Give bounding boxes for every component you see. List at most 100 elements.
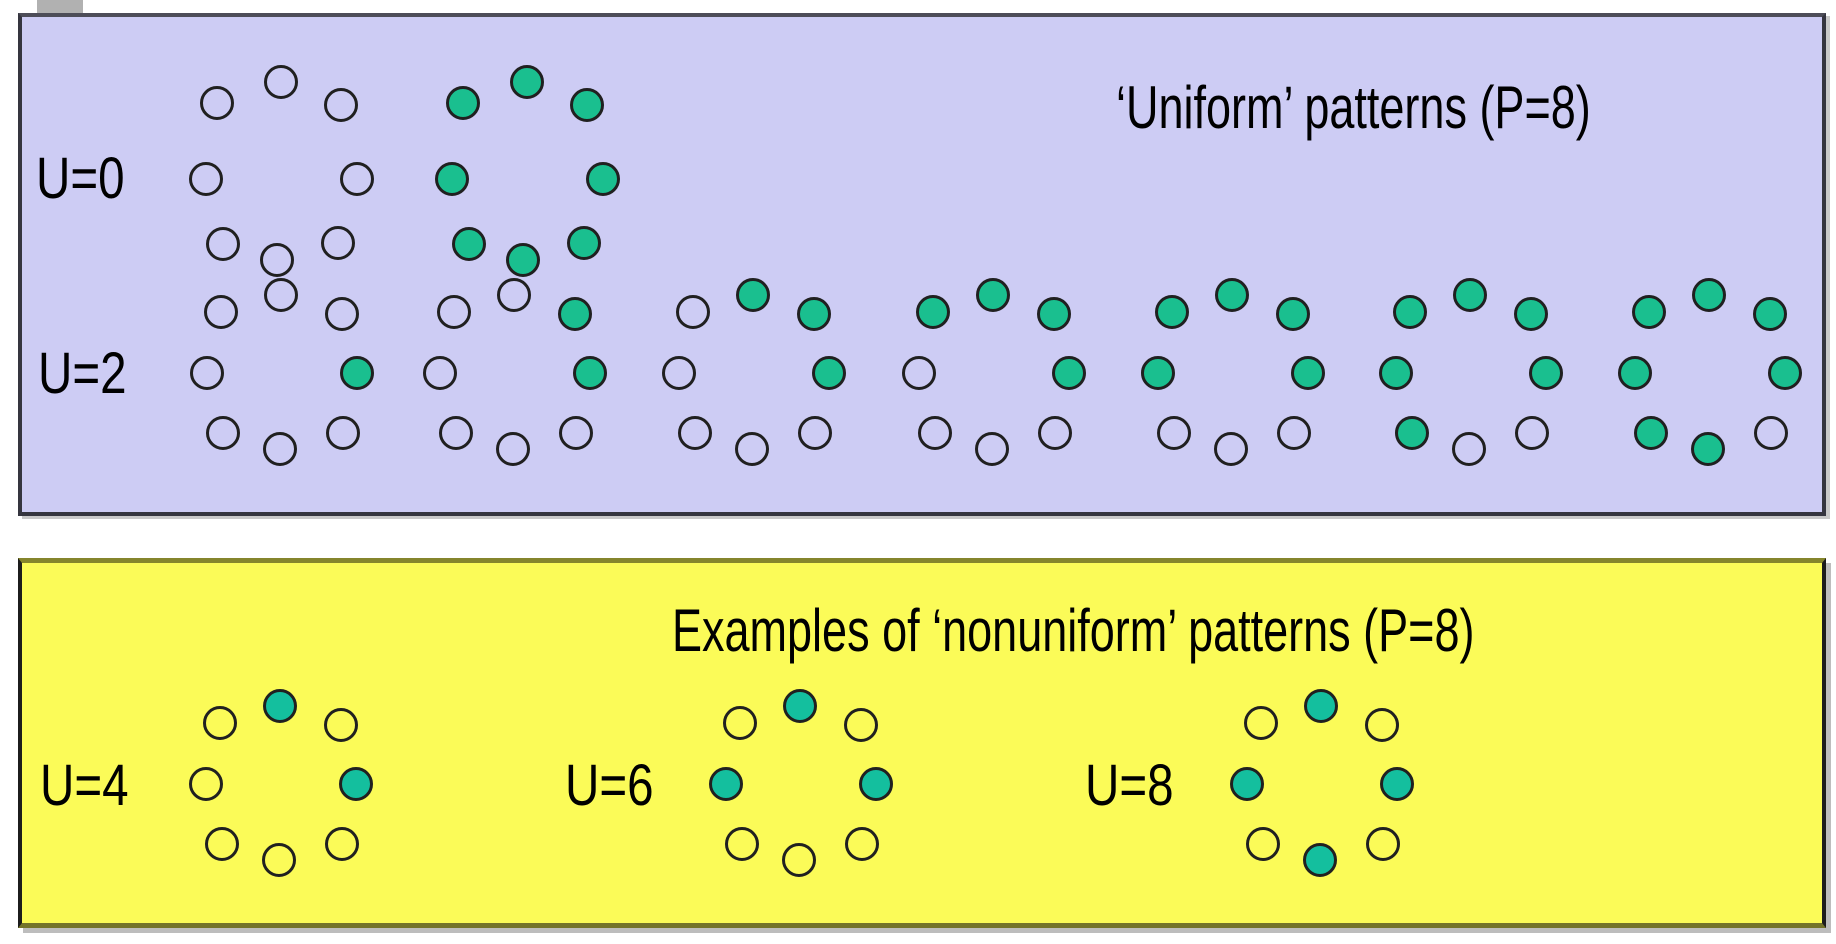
dot-top-left-empty — [204, 295, 238, 329]
dot-bottom-empty — [735, 432, 769, 466]
dot-right-filled — [859, 767, 893, 801]
dot-left-empty — [189, 162, 223, 196]
dot-top-left-empty — [1244, 706, 1278, 740]
dot-bottom-right-empty — [1366, 827, 1400, 861]
dot-top-left-filled — [1393, 295, 1427, 329]
dot-bottom-left-empty — [918, 416, 952, 450]
dot-top-left-empty — [203, 706, 237, 740]
dot-top-filled — [1215, 278, 1249, 312]
dot-top-left-filled — [916, 295, 950, 329]
dot-bottom-right-empty — [1277, 416, 1311, 450]
nonuniform-panel-title: Examples of ‘nonuniform’ patterns (P=8) — [672, 597, 1475, 664]
dot-top-filled — [1304, 689, 1338, 723]
dot-top-left-empty — [437, 295, 471, 329]
dot-left-filled — [1230, 767, 1264, 801]
dot-bottom-right-empty — [325, 827, 359, 861]
dot-top-filled — [510, 65, 544, 99]
dot-bottom-left-empty — [439, 416, 473, 450]
dot-right-filled — [1768, 356, 1802, 390]
dot-left-filled — [1618, 356, 1652, 390]
dot-bottom-right-empty — [1515, 416, 1549, 450]
dot-right-filled — [586, 162, 620, 196]
dot-top-filled — [1453, 278, 1487, 312]
dot-bottom-filled — [506, 243, 540, 277]
dot-left-empty — [662, 356, 696, 390]
dot-bottom-left-empty — [725, 827, 759, 861]
dot-top-filled — [783, 689, 817, 723]
dot-bottom-empty — [782, 843, 816, 877]
dot-top-left-empty — [200, 86, 234, 120]
dot-top-left-filled — [446, 86, 480, 120]
dot-top-empty — [497, 278, 531, 312]
u-value-label-u0: U=0 — [36, 146, 125, 211]
dot-bottom-empty — [1214, 432, 1248, 466]
dot-top-right-empty — [325, 297, 359, 331]
dot-bottom-empty — [260, 243, 294, 277]
dot-top-filled — [263, 689, 297, 723]
dot-bottom-empty — [262, 843, 296, 877]
u-value-label-u2: U=2 — [38, 341, 127, 406]
dot-left-filled — [1379, 356, 1413, 390]
dot-bottom-right-empty — [559, 416, 593, 450]
dot-bottom-left-empty — [1246, 827, 1280, 861]
dot-bottom-left-filled — [1395, 416, 1429, 450]
nonuniform-patterns-panel: Examples of ‘nonuniform’ patterns (P=8) … — [18, 558, 1826, 928]
dot-bottom-filled — [1303, 843, 1337, 877]
dot-bottom-left-empty — [205, 827, 239, 861]
dot-bottom-empty — [975, 432, 1009, 466]
dot-top-right-filled — [1753, 297, 1787, 331]
dot-bottom-right-empty — [1754, 416, 1788, 450]
uniform-panel-title: ‘Uniform’ patterns (P=8) — [1116, 74, 1591, 141]
dot-bottom-left-empty — [678, 416, 712, 450]
dot-top-left-empty — [676, 295, 710, 329]
dot-top-left-filled — [1632, 295, 1666, 329]
dot-bottom-left-filled — [1634, 416, 1668, 450]
dot-left-filled — [1141, 356, 1175, 390]
dot-bottom-right-empty — [326, 416, 360, 450]
dot-top-filled — [1692, 278, 1726, 312]
dot-right-filled — [573, 356, 607, 390]
dot-top-right-filled — [1276, 297, 1310, 331]
background-tab-artifact — [37, 0, 83, 14]
dot-left-filled — [709, 767, 743, 801]
dot-left-empty — [902, 356, 936, 390]
dot-top-filled — [736, 278, 770, 312]
dot-bottom-right-empty — [798, 416, 832, 450]
u-value-label-u6: U=6 — [565, 753, 654, 818]
u-value-label-u4: U=4 — [40, 753, 129, 818]
dot-bottom-left-empty — [206, 227, 240, 261]
dot-bottom-left-empty — [1157, 416, 1191, 450]
dot-top-right-filled — [1037, 297, 1071, 331]
dot-top-right-filled — [1514, 297, 1548, 331]
dot-bottom-right-empty — [321, 226, 355, 260]
dot-right-filled — [1529, 356, 1563, 390]
dot-top-right-filled — [570, 88, 604, 122]
dot-top-right-empty — [324, 88, 358, 122]
dot-right-filled — [1291, 356, 1325, 390]
dot-left-empty — [189, 767, 223, 801]
dot-bottom-left-empty — [206, 416, 240, 450]
dot-bottom-left-filled — [452, 227, 486, 261]
dot-top-left-filled — [1155, 295, 1189, 329]
dot-top-right-empty — [324, 708, 358, 742]
dot-right-empty — [340, 162, 374, 196]
dot-bottom-right-empty — [1038, 416, 1072, 450]
dot-bottom-empty — [496, 432, 530, 466]
dot-top-right-filled — [558, 297, 592, 331]
dot-right-filled — [1052, 356, 1086, 390]
dot-top-left-empty — [723, 706, 757, 740]
dot-right-filled — [1380, 767, 1414, 801]
dot-top-right-empty — [844, 708, 878, 742]
dot-left-empty — [190, 356, 224, 390]
dot-top-empty — [264, 278, 298, 312]
dot-left-filled — [435, 162, 469, 196]
dot-top-right-empty — [1365, 708, 1399, 742]
dot-bottom-empty — [1452, 432, 1486, 466]
dot-top-empty — [264, 65, 298, 99]
dot-bottom-right-filled — [567, 226, 601, 260]
dot-bottom-right-empty — [845, 827, 879, 861]
dot-bottom-filled — [1691, 432, 1725, 466]
dot-right-filled — [812, 356, 846, 390]
dot-bottom-empty — [263, 432, 297, 466]
